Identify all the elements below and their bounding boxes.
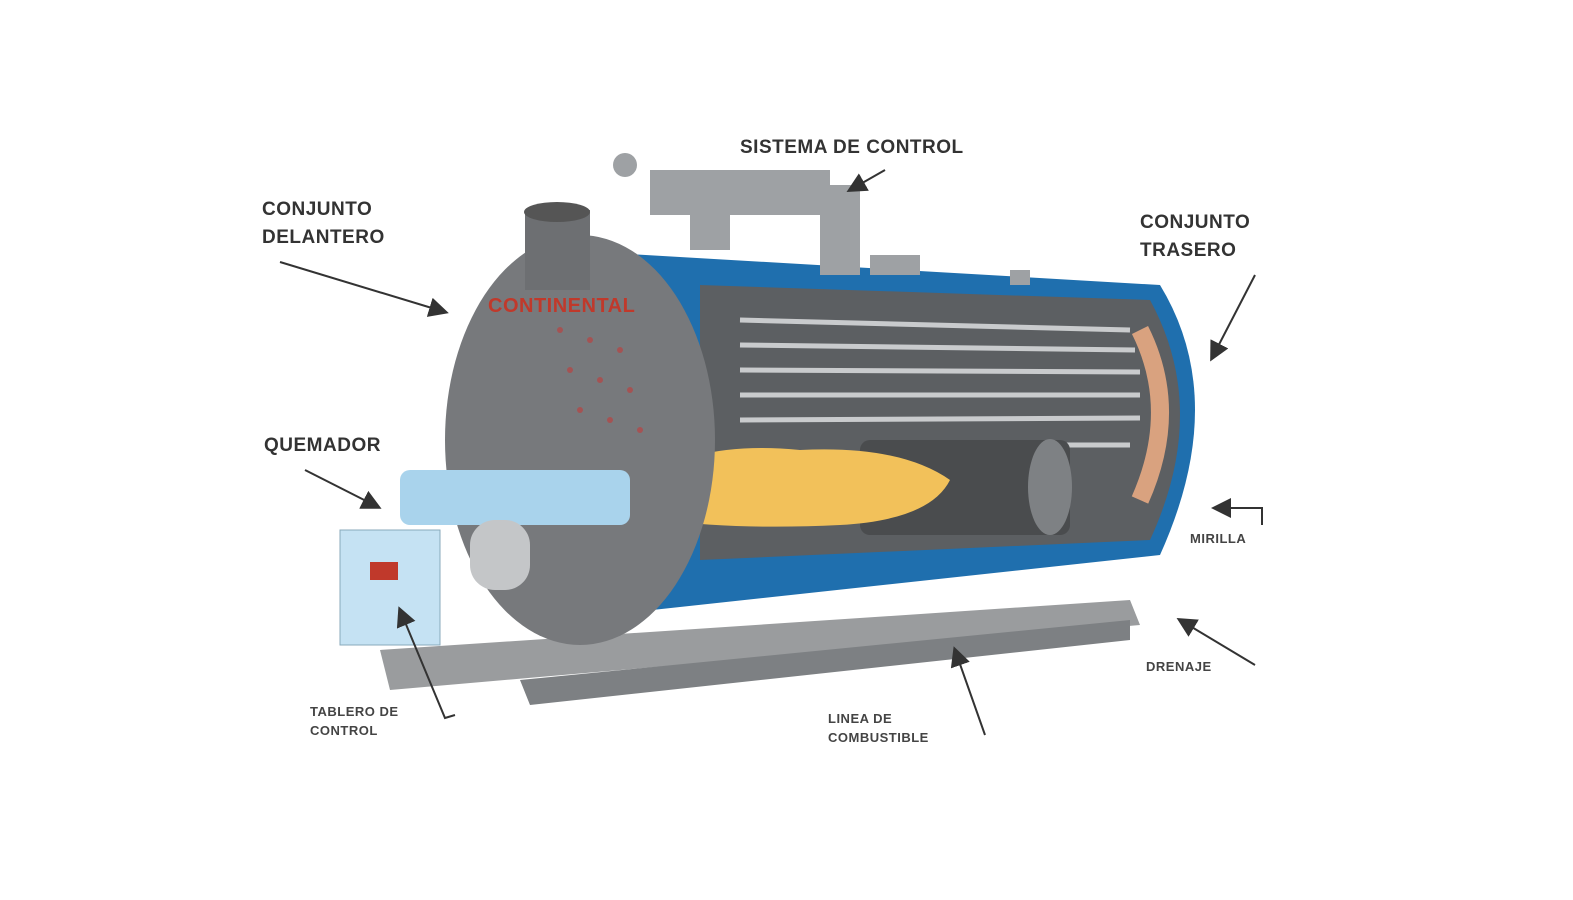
leader-arrows: [279, 169, 1263, 736]
boiler-shell: [560, 250, 1195, 620]
label-line: DELANTERO: [262, 226, 385, 248]
label-conjunto-trasero: CONJUNTO TRASERO: [1140, 209, 1250, 264]
label-line: CONTROL: [310, 722, 378, 738]
control-system-equipment: [613, 153, 1030, 285]
burner: [339, 470, 630, 646]
label-quemador: QUEMADOR: [264, 435, 381, 456]
label-line: TABLERO DE: [310, 704, 399, 719]
label-mirilla: MIRILLA: [1190, 531, 1247, 546]
label-line: COMBUSTIBLE: [828, 729, 929, 745]
label-drenaje: DRENAJE: [1146, 659, 1212, 674]
label-conjunto-delantero: CONJUNTO DELANTERO: [262, 196, 385, 251]
flame: [640, 448, 950, 527]
label-sistema-control: SISTEMA DE CONTROL: [740, 137, 964, 158]
label-linea-combustible: LINEA DE COMBUSTIBLE: [828, 710, 929, 748]
label-line: CONJUNTO: [1140, 212, 1251, 233]
label-line: CONJUNTO: [262, 199, 373, 220]
label-line: LINEA DE: [828, 711, 893, 726]
label-line: TRASERO: [1140, 239, 1237, 261]
logo-continental: CONTINENTAL: [488, 295, 636, 317]
label-tablero-control: TABLERO DE CONTROL: [310, 703, 399, 741]
base-frame: [380, 600, 1140, 705]
